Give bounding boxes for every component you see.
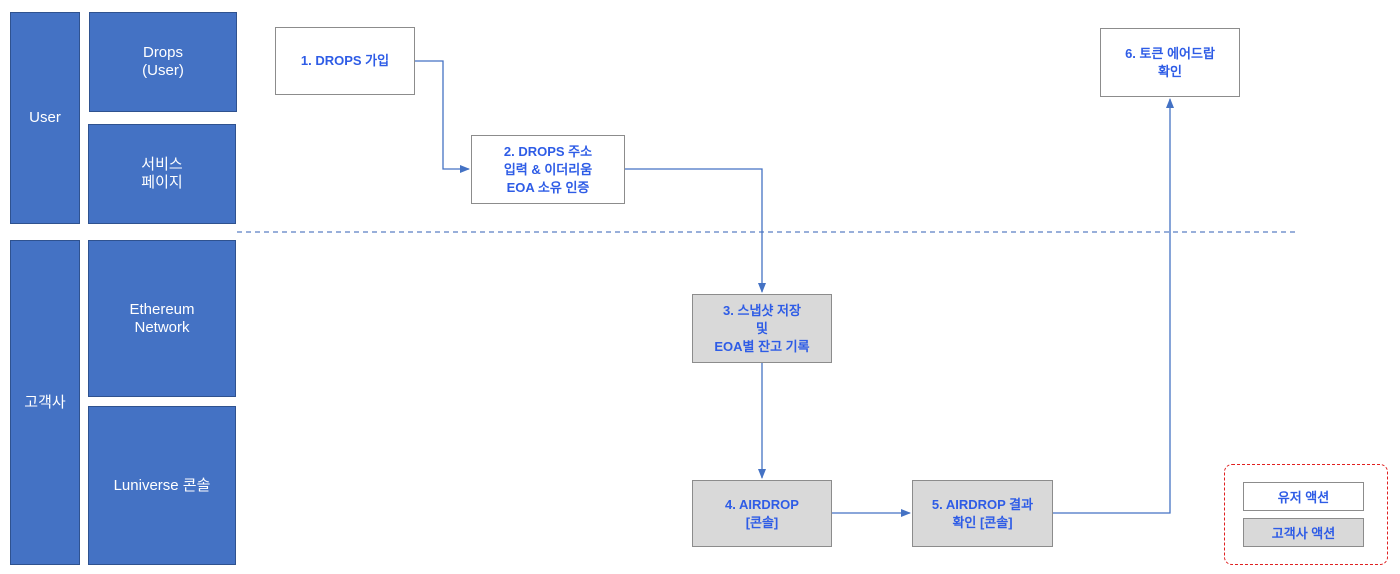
step-6-token-airdrop-confirm: 6. 토큰 에어드랍 확인 [1100,28,1240,97]
lane-customer: 고객사 [10,240,80,565]
step-3-snapshot: 3. 스냅샷 저장 및 EOA별 잔고 기록 [692,294,832,363]
step-4-airdrop: 4. AIRDROP [콘솔] [692,480,832,547]
arrow-step5-to-step6 [1053,98,1174,514]
arrow-step1-to-step2 [415,60,470,173]
lane-service-page: 서비스 페이지 [88,124,236,224]
lane-user: User [10,12,80,224]
legend-box [1224,464,1388,565]
step-5-airdrop-result: 5. AIRDROP 결과 확인 [콘솔] [912,480,1053,547]
arrow-step2-to-step3 [625,168,766,293]
lane-drops-user: Drops (User) [89,12,237,112]
lane-ethereum-network: Ethereum Network [88,240,236,397]
step-1-drops-signup: 1. DROPS 가입 [275,27,415,95]
legend-customer-action: 고객사 액션 [1243,518,1364,547]
step-2-address-verification: 2. DROPS 주소 입력 & 이더리움 EOA 소유 인증 [471,135,625,204]
legend-user-action: 유저 액션 [1243,482,1364,511]
lane-luniverse-console: Luniverse 콘솔 [88,406,236,565]
